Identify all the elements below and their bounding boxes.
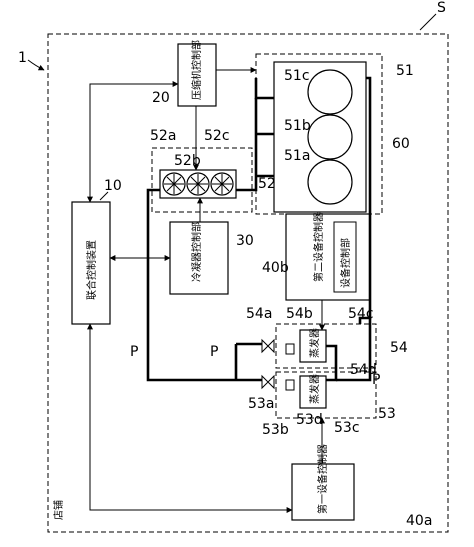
evap53c-label: 53c (334, 420, 360, 436)
sensor-54b (285, 343, 295, 355)
evaporator-53-box (299, 375, 327, 409)
pipe-p-label-2: P (210, 344, 218, 360)
valve-53a (261, 374, 275, 390)
evap53d-label: 53d (296, 412, 323, 428)
joint-controller-label: 联合控制装置 (85, 240, 98, 300)
equipment-control-unit-box (333, 221, 357, 293)
first-equipment-label: 第一设备控制器 (316, 444, 329, 514)
evaporator-53-label: 蒸发器 (308, 374, 321, 404)
second-equipment-ref: 40b (262, 260, 289, 276)
first-equipment-ref: 40a (406, 513, 432, 529)
evap54-label: 54 (390, 340, 408, 356)
compressor-c-label: 51c (284, 68, 310, 84)
first-equipment-controller-box (291, 463, 355, 521)
system-label: S (437, 0, 446, 16)
condenser-controller-label: 冷凝器控制部 (190, 222, 203, 282)
sensor-53b (285, 379, 295, 391)
signal-lines (87, 67, 325, 513)
compressor-group-label: 51 (396, 63, 414, 79)
fan-c-label: 52c (204, 128, 230, 144)
fan-a-label: 52a (150, 128, 176, 144)
system-leader (419, 13, 437, 31)
evaporator-54-box (299, 329, 327, 363)
figure-ref-label: 1 (18, 50, 27, 66)
valve-54a (261, 338, 275, 354)
equipment-control-unit-label: 设备控制部 (339, 238, 352, 288)
joint-controller-ref: 10 (104, 178, 122, 194)
compressor-a-label: 51a (284, 148, 310, 164)
compressor-unit-ref: 60 (392, 136, 410, 152)
evap53a-label: 53a (248, 396, 274, 412)
pipe-p-label-1: P (130, 344, 138, 360)
figure-ref-arrow (27, 59, 45, 71)
condenser-ref: 52 (258, 176, 276, 192)
evaporator-54-label: 蒸发器 (308, 328, 321, 358)
pipe-p-label-3: P (372, 372, 380, 388)
fan-b-blades (188, 174, 208, 194)
compressor-group-box (273, 61, 367, 213)
second-equipment-controller-box (285, 213, 371, 301)
evap53b-label: 53b (262, 422, 289, 438)
compressor-controller-box (177, 43, 217, 107)
compressor-controller-ref: 20 (152, 90, 170, 106)
store-label: 店铺 (52, 500, 65, 520)
condenser-controller-box (169, 221, 229, 295)
compressor-b-label: 51b (284, 118, 311, 134)
condenser-controller-ref: 30 (236, 233, 254, 249)
fan-a-blades (164, 174, 184, 194)
compressor-a (307, 159, 353, 205)
compressor-c (307, 69, 353, 115)
compressor-controller-label: 压缩机控制部 (190, 40, 203, 100)
evap53-label: 53 (378, 406, 396, 422)
fan-c-blades (212, 174, 232, 194)
store-boundary (47, 33, 449, 533)
fan-b-label: 52b (174, 153, 201, 169)
evap54a-label: 54a (246, 306, 272, 322)
compressor-b (307, 114, 353, 160)
evap54b-label: 54b (286, 306, 313, 322)
second-equipment-label: 第二设备控制器 (312, 212, 325, 282)
